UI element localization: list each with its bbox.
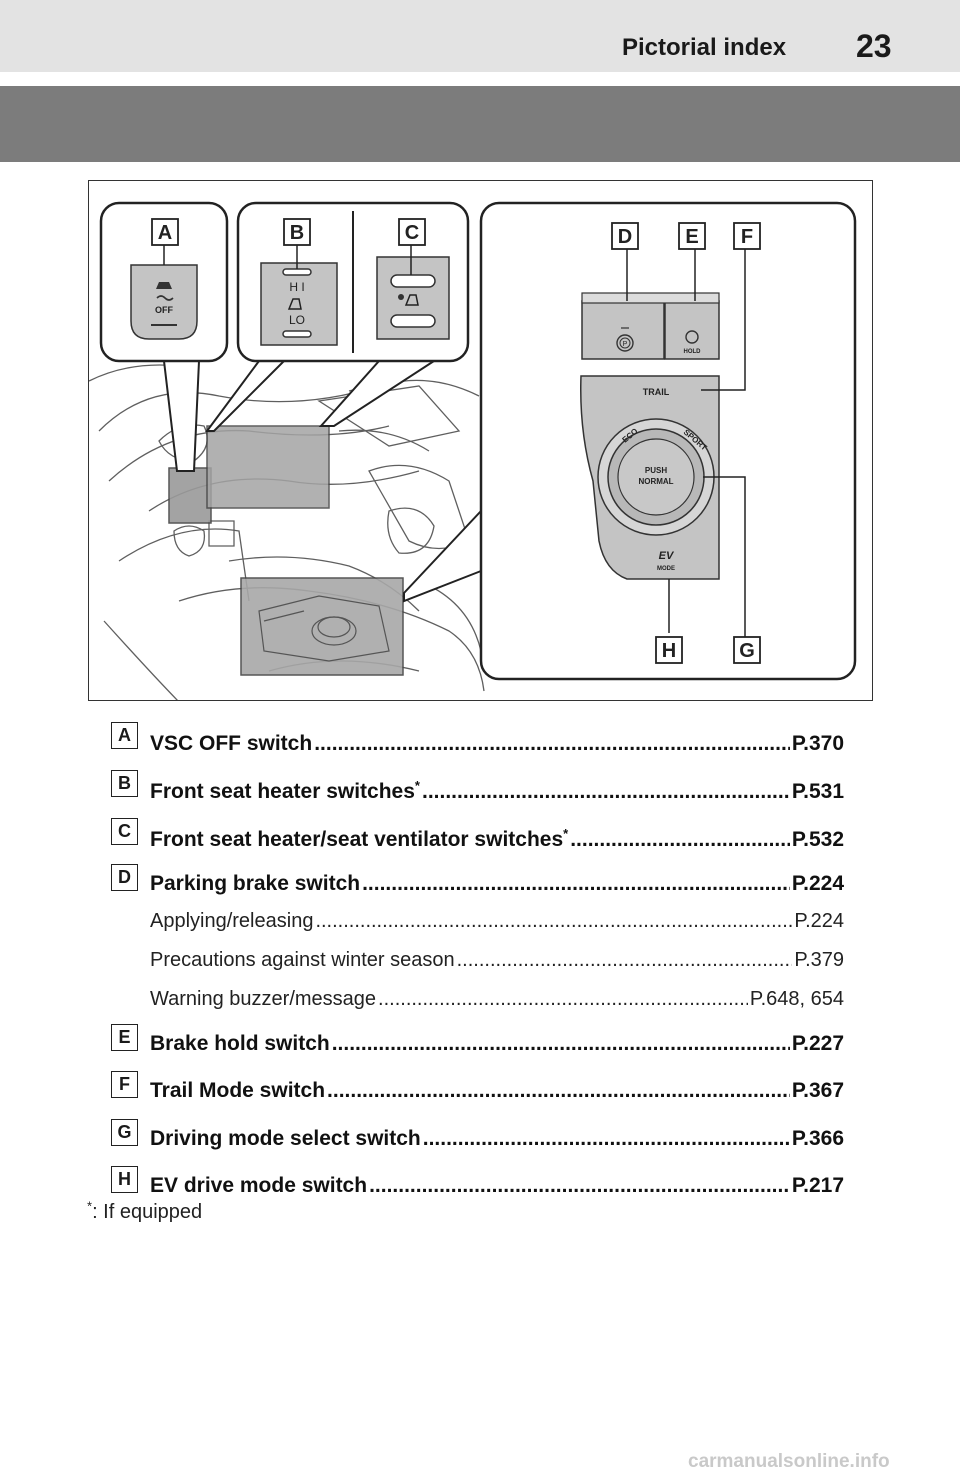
- leader-dots: [369, 1174, 790, 1198]
- sub-entry-label: Precautions against winter season: [150, 949, 455, 971]
- entry-label: Driving mode select switch: [150, 1127, 421, 1150]
- console-switches-location: [240, 577, 404, 676]
- section-title: Pictorial index: [622, 34, 787, 61]
- sub-entry: Precautions against winter season P.379: [150, 949, 844, 972]
- page-ref[interactable]: P.370: [791, 732, 844, 755]
- svg-text:D: D: [618, 226, 632, 248]
- letter-box: D: [111, 864, 138, 891]
- leader-dots: [378, 988, 748, 1011]
- page-ref[interactable]: P.224: [794, 910, 844, 932]
- callout-c: C: [398, 218, 426, 246]
- vsc-off-location: [168, 467, 212, 524]
- callout-g: G: [733, 636, 761, 664]
- vsc-car-icon: [156, 282, 172, 289]
- entry-label: EV drive mode switch: [150, 1174, 368, 1197]
- letter-box: H: [111, 1166, 138, 1193]
- brake-hold-switch: [664, 300, 720, 360]
- trail-label: TRAIL: [643, 387, 670, 397]
- callout-e: E: [678, 222, 706, 250]
- svg-text:F: F: [741, 226, 753, 248]
- callout-b: B: [283, 218, 311, 246]
- vsc-off-label: OFF: [155, 305, 173, 315]
- entry-label: Front seat heater switches*: [150, 780, 420, 803]
- leader-dots: [314, 732, 790, 756]
- page-ref[interactable]: P.217: [791, 1174, 844, 1197]
- page-ref[interactable]: P.224: [791, 872, 844, 895]
- pictorial-illustration: OFF H I LO: [88, 180, 873, 701]
- svg-text:E: E: [685, 226, 698, 248]
- callout-h: H: [655, 636, 683, 664]
- svg-text:A: A: [158, 222, 172, 244]
- panel-defgh: P HOLD TRAIL ECO SPORT PUSH NORMAL EV MO…: [479, 201, 857, 681]
- vsc-off-switch: [130, 264, 198, 340]
- entry-seat-heater: B Front seat heater switches* P.531: [0, 768, 960, 808]
- page-header: Pictorial index 23: [0, 0, 960, 72]
- callout-a: A: [151, 218, 179, 246]
- vsc-skid-icon: [156, 295, 174, 301]
- sub-entry-label: Warning buzzer/message: [150, 988, 377, 1010]
- entry-vsc-off: A VSC OFF switch P.370: [0, 720, 960, 760]
- entry-parking-brake: D Parking brake switch P.224 Applying/re…: [0, 862, 960, 1022]
- leader-dots: [423, 1127, 790, 1151]
- leader-dots: [315, 910, 792, 933]
- page-ref[interactable]: P.367: [791, 1079, 844, 1102]
- footnote: *: If equipped: [87, 1198, 203, 1224]
- page-ref[interactable]: P.648, 654: [749, 988, 844, 1010]
- svg-text:G: G: [739, 640, 755, 662]
- sub-entry: Applying/releasing P.224: [150, 910, 844, 933]
- leader-dots: [457, 949, 793, 972]
- leader-dots: [332, 1032, 790, 1056]
- leader-dots: [570, 828, 790, 852]
- heater-lo-label: LO: [289, 313, 305, 327]
- page-number: 23: [856, 28, 892, 64]
- header-band: [0, 86, 960, 162]
- normal-label: NORMAL: [638, 477, 673, 486]
- page-ref[interactable]: P.227: [791, 1032, 844, 1055]
- seat-fan-icon: [404, 294, 419, 306]
- footnote-text: : If equipped: [92, 1201, 203, 1223]
- svg-text:B: B: [290, 222, 304, 244]
- letter-box: A: [111, 722, 138, 749]
- entry-driving-mode: G Driving mode select switch P.366: [0, 1117, 960, 1157]
- footnote-star: *: [87, 1198, 93, 1214]
- letter-box: C: [111, 818, 138, 845]
- svg-text:H: H: [662, 640, 676, 662]
- entry-ev-drive: H EV drive mode switch P.217: [0, 1164, 960, 1204]
- page-ref[interactable]: P.532: [791, 828, 844, 851]
- letter-box: E: [111, 1024, 138, 1051]
- entry-label: Brake hold switch: [150, 1032, 330, 1055]
- page-ref[interactable]: P.531: [791, 780, 844, 803]
- leader-dots: [327, 1079, 790, 1103]
- watermark: carmanualsonline.info: [688, 1451, 890, 1472]
- page-ref[interactable]: P.379: [794, 949, 844, 971]
- entry-label: VSC OFF switch: [150, 732, 313, 755]
- svg-text:C: C: [405, 222, 419, 244]
- sub-entry-label: Applying/releasing: [150, 910, 314, 932]
- ev-mode-label: MODE: [657, 566, 675, 572]
- seat-heater-location: [206, 425, 330, 509]
- seat-heater-icon: [287, 298, 302, 310]
- entry-brake-hold: E Brake hold switch P.227: [0, 1022, 960, 1062]
- entry-label: Trail Mode switch: [150, 1079, 326, 1102]
- console-illustration: OFF H I LO: [89, 201, 857, 700]
- parking-brake-switch: [581, 300, 665, 360]
- leader-dots: [422, 780, 790, 804]
- letter-box: B: [111, 770, 138, 797]
- ev-logo: EV: [659, 550, 675, 562]
- hold-label: HOLD: [684, 349, 702, 355]
- entry-label: Parking brake switch: [150, 872, 361, 895]
- entry-label: Front seat heater/seat ventilator switch…: [150, 828, 569, 851]
- letter-box: F: [111, 1071, 138, 1098]
- parking-p-label: P: [623, 341, 628, 348]
- leader-dots: [362, 872, 790, 896]
- sub-entry: Warning buzzer/message P.648, 654: [150, 988, 844, 1011]
- entry-seat-ventilator: C Front seat heater/seat ventilator swit…: [0, 816, 960, 856]
- page-ref[interactable]: P.366: [791, 1127, 844, 1150]
- entry-trail-mode: F Trail Mode switch P.367: [0, 1069, 960, 1109]
- push-label: PUSH: [645, 466, 667, 475]
- callout-f: F: [733, 222, 761, 250]
- callout-d: D: [611, 222, 639, 250]
- heater-hi-label: H I: [289, 280, 304, 294]
- letter-box: G: [111, 1119, 138, 1146]
